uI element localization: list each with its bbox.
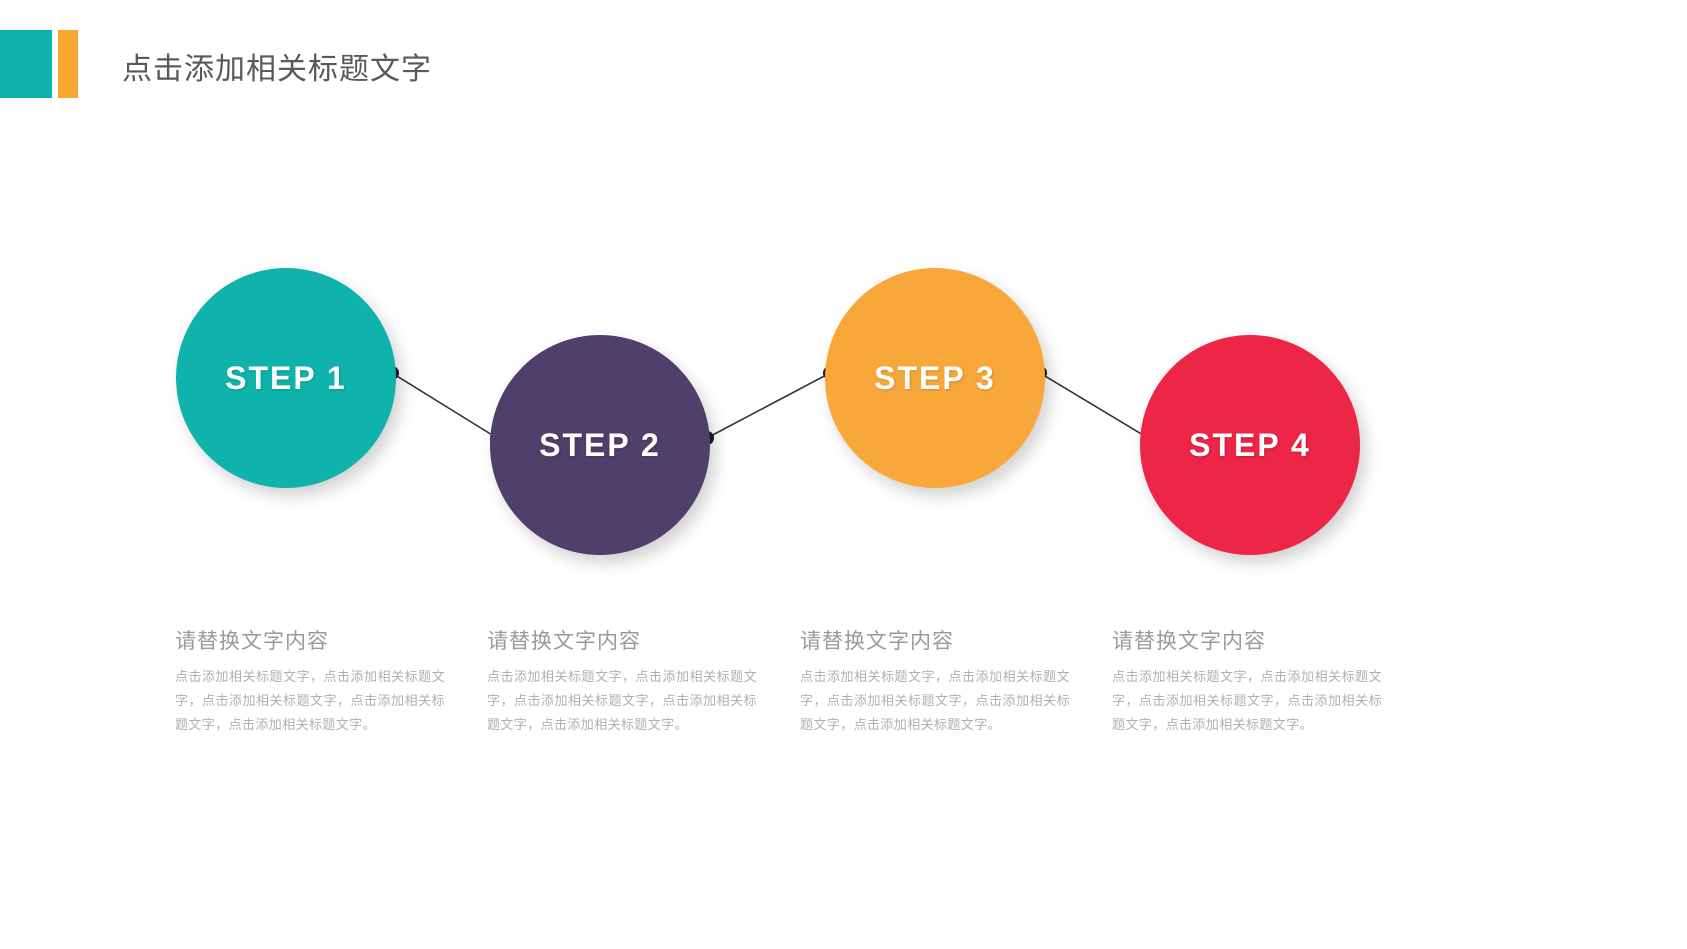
connector-line-3-4 xyxy=(1039,372,1149,439)
step-body-2: 点击添加相关标题文字，点击添加相关标题文字，点击添加相关标题文字，点击添加相关标… xyxy=(487,669,757,733)
step-circle-2[interactable]: STEP 2 xyxy=(490,335,710,555)
connector-line-2-3 xyxy=(706,372,831,439)
step-heading-2: 请替换文字内容 xyxy=(487,630,641,653)
step-circle-3[interactable]: STEP 3 xyxy=(825,268,1045,488)
step-body-1: 点击添加相关标题文字，点击添加相关标题文字，点击添加相关标题文字，点击添加相关标… xyxy=(175,669,445,733)
step-heading-3: 请替换文字内容 xyxy=(800,630,954,653)
step-label-4: STEP 4 xyxy=(1189,426,1311,463)
step-text-column-1: 请替换文字内容 点击添加相关标题文字，点击添加相关标题文字，点击添加相关标题文字… xyxy=(175,625,445,737)
slide-header: 点击添加相关标题文字 xyxy=(0,30,1687,100)
step-circle-1[interactable]: STEP 1 xyxy=(176,268,396,488)
step-heading-4: 请替换文字内容 xyxy=(1112,630,1266,653)
page-title: 点击添加相关标题文字 xyxy=(122,53,432,86)
connector-line-1-2 xyxy=(391,372,498,439)
step-body-4: 点击添加相关标题文字，点击添加相关标题文字，点击添加相关标题文字，点击添加相关标… xyxy=(1112,669,1382,733)
step-label-2: STEP 2 xyxy=(539,426,661,463)
step-label-3: STEP 3 xyxy=(874,359,996,396)
step-text-column-2: 请替换文字内容 点击添加相关标题文字，点击添加相关标题文字，点击添加相关标题文字… xyxy=(487,625,757,737)
step-text-column-4: 请替换文字内容 点击添加相关标题文字，点击添加相关标题文字，点击添加相关标题文字… xyxy=(1112,625,1382,737)
step-text-column-3: 请替换文字内容 点击添加相关标题文字，点击添加相关标题文字，点击添加相关标题文字… xyxy=(800,625,1070,737)
step-heading-1: 请替换文字内容 xyxy=(175,630,329,653)
header-accent-bar-orange xyxy=(58,30,78,98)
step-label-1: STEP 1 xyxy=(225,359,347,396)
step-circle-4[interactable]: STEP 4 xyxy=(1140,335,1360,555)
step-body-3: 点击添加相关标题文字，点击添加相关标题文字，点击添加相关标题文字，点击添加相关标… xyxy=(800,669,1070,733)
header-accent-block-teal xyxy=(0,30,52,98)
